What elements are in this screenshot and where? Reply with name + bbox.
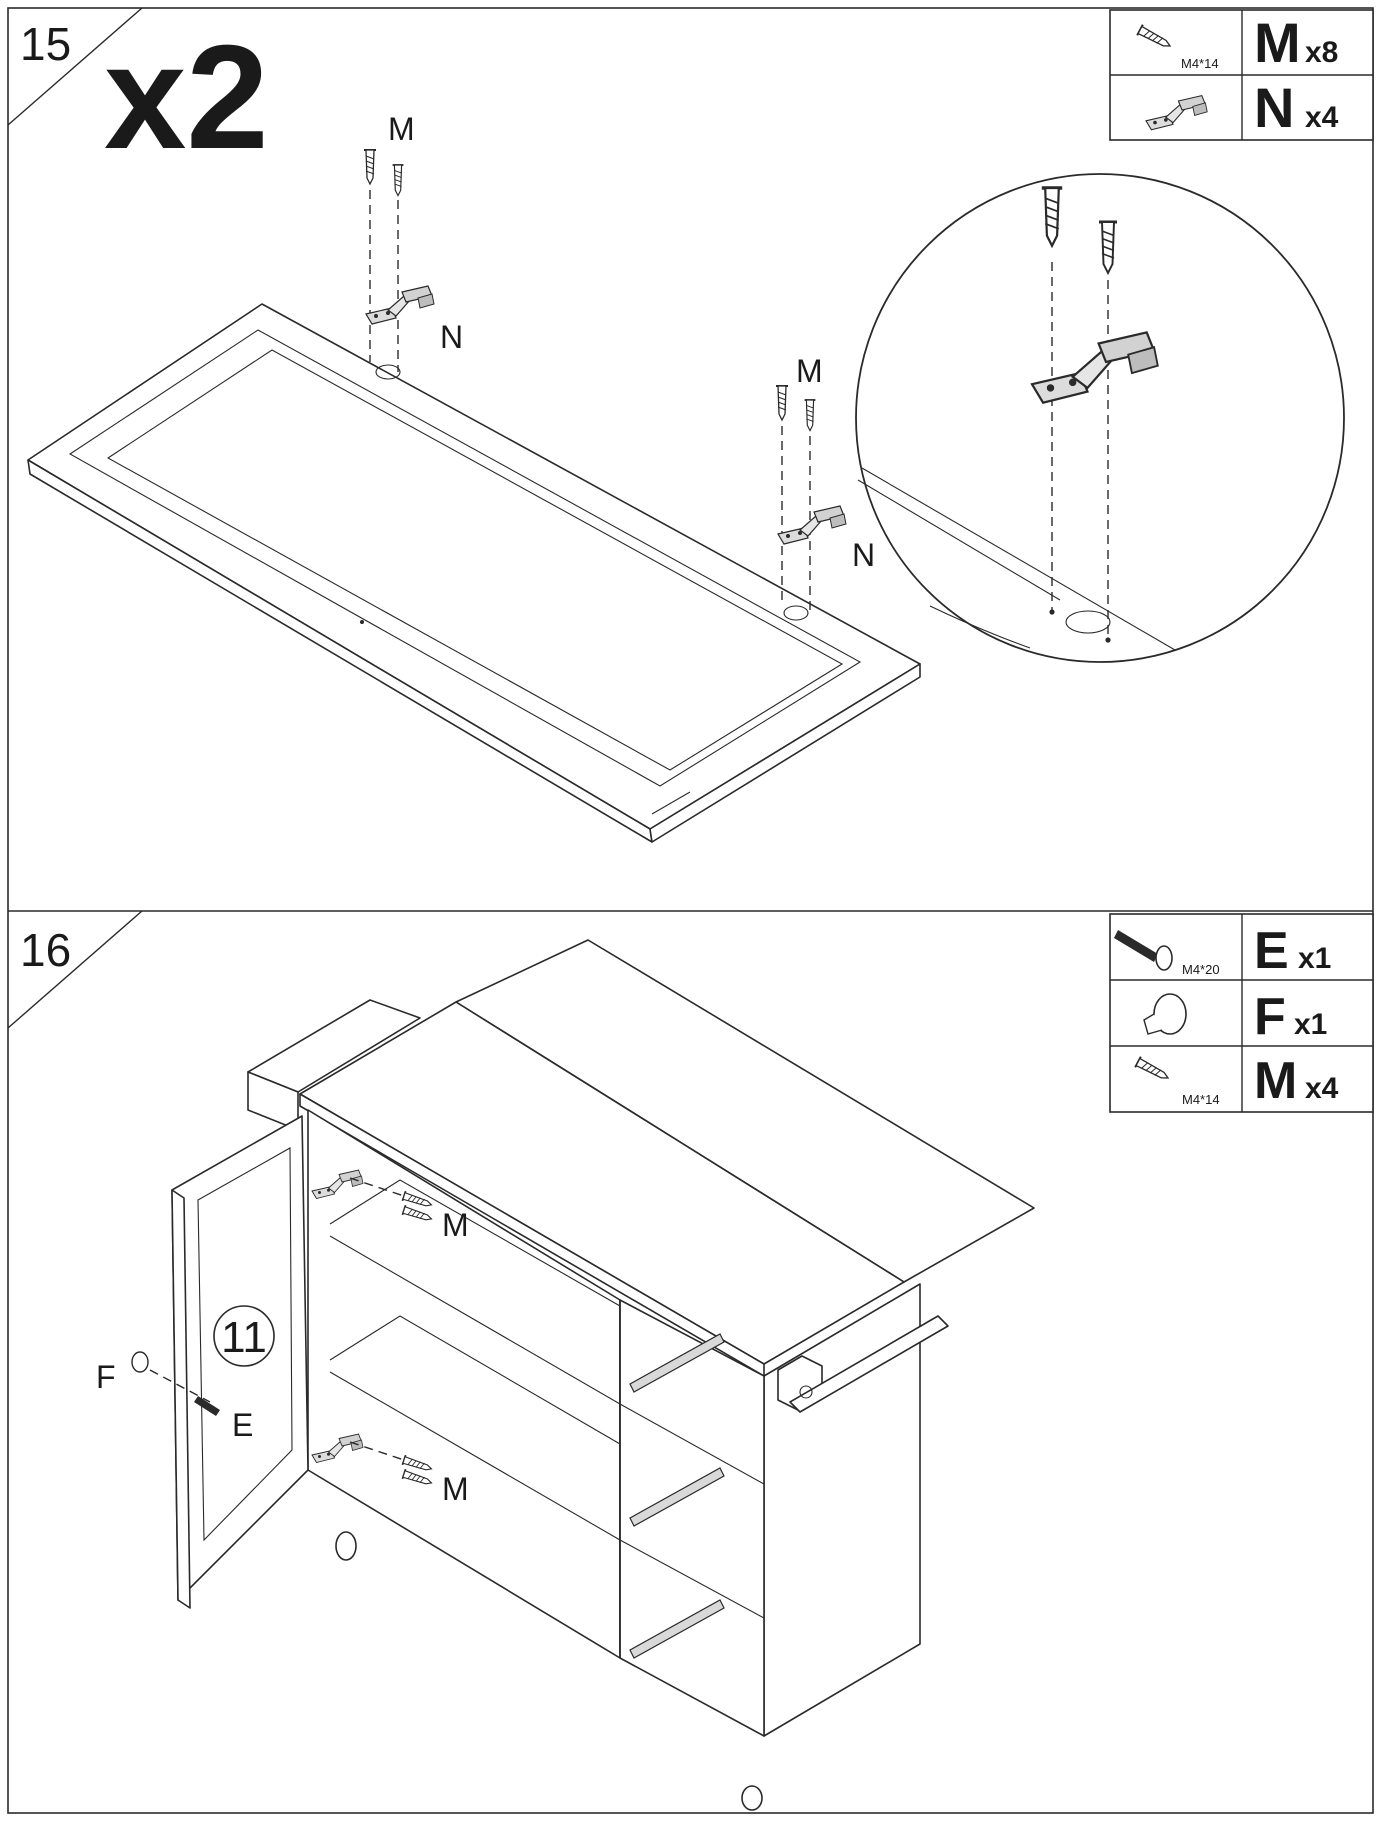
hinge-assembly-left: M N: [363, 111, 463, 372]
knob-assembly: F E: [96, 1351, 253, 1443]
part-m-quantity-16: x4: [1305, 1072, 1339, 1105]
hinge-left-icon: [365, 285, 435, 325]
door-number: 11: [221, 1313, 267, 1362]
screw-callout-2: M: [796, 353, 823, 389]
part-f-letter: F: [1254, 988, 1286, 1046]
step-15-panel: 15 x2 M4*14 M x8 N x4: [7, 7, 1374, 843]
part-e-letter: E: [1254, 922, 1289, 980]
step-15-multiplier: x2: [104, 15, 269, 180]
part-e-quantity: x1: [1298, 942, 1331, 975]
part-n-quantity: x4: [1305, 101, 1339, 134]
part-n-letter: N: [1254, 76, 1294, 139]
hinge-right-icon: [777, 505, 847, 545]
part-m-spec-16: M4*14: [1182, 1092, 1220, 1107]
door-hinges-16: M M: [311, 1169, 469, 1507]
part-m-spec: M4*14: [1181, 56, 1219, 71]
screw-callout-1: M: [388, 111, 415, 147]
part-m-quantity: x8: [1305, 36, 1338, 69]
hinge-callout-1: N: [440, 319, 463, 355]
step-16-number: 16: [20, 924, 71, 976]
hinge-callout-2: N: [852, 537, 875, 573]
step-16-parts-table: M4*20 E x1 F x1 M4*14 M x4: [1109, 913, 1374, 1113]
hinge-detail-magnifier: [855, 173, 1345, 663]
machine-bolt-icon: [1114, 930, 1173, 971]
step-16-corner-slash: [7, 910, 143, 1029]
knob-callout: F: [96, 1359, 116, 1395]
screw-callout-upper: M: [442, 1207, 469, 1243]
door-panel: [27, 303, 921, 843]
door-number-circle: [213, 1305, 275, 1367]
step-16-panel: 16 M4*20 E x1 F x1 M4*14 M x4: [7, 910, 1374, 1811]
part-f-quantity: x1: [1294, 1008, 1327, 1041]
step-15-corner-slash: [7, 7, 143, 126]
kitchen-island-cabinet: [247, 939, 1035, 1811]
cabinet-door-11: 11: [171, 1115, 309, 1609]
knob-icon: [1143, 993, 1187, 1035]
bolt-callout: E: [232, 1407, 253, 1443]
step-15-number: 15: [20, 18, 71, 70]
screw-callout-lower: M: [442, 1471, 469, 1507]
part-m-letter-16: M: [1254, 1052, 1297, 1110]
step-15-parts-table: M4*14 M x8 N x4: [1109, 9, 1374, 141]
part-e-spec: M4*20: [1182, 962, 1220, 977]
part-m-letter: M: [1254, 11, 1301, 74]
caster-wheel: [335, 1531, 763, 1811]
hinge-assembly-right: M N: [775, 353, 875, 614]
